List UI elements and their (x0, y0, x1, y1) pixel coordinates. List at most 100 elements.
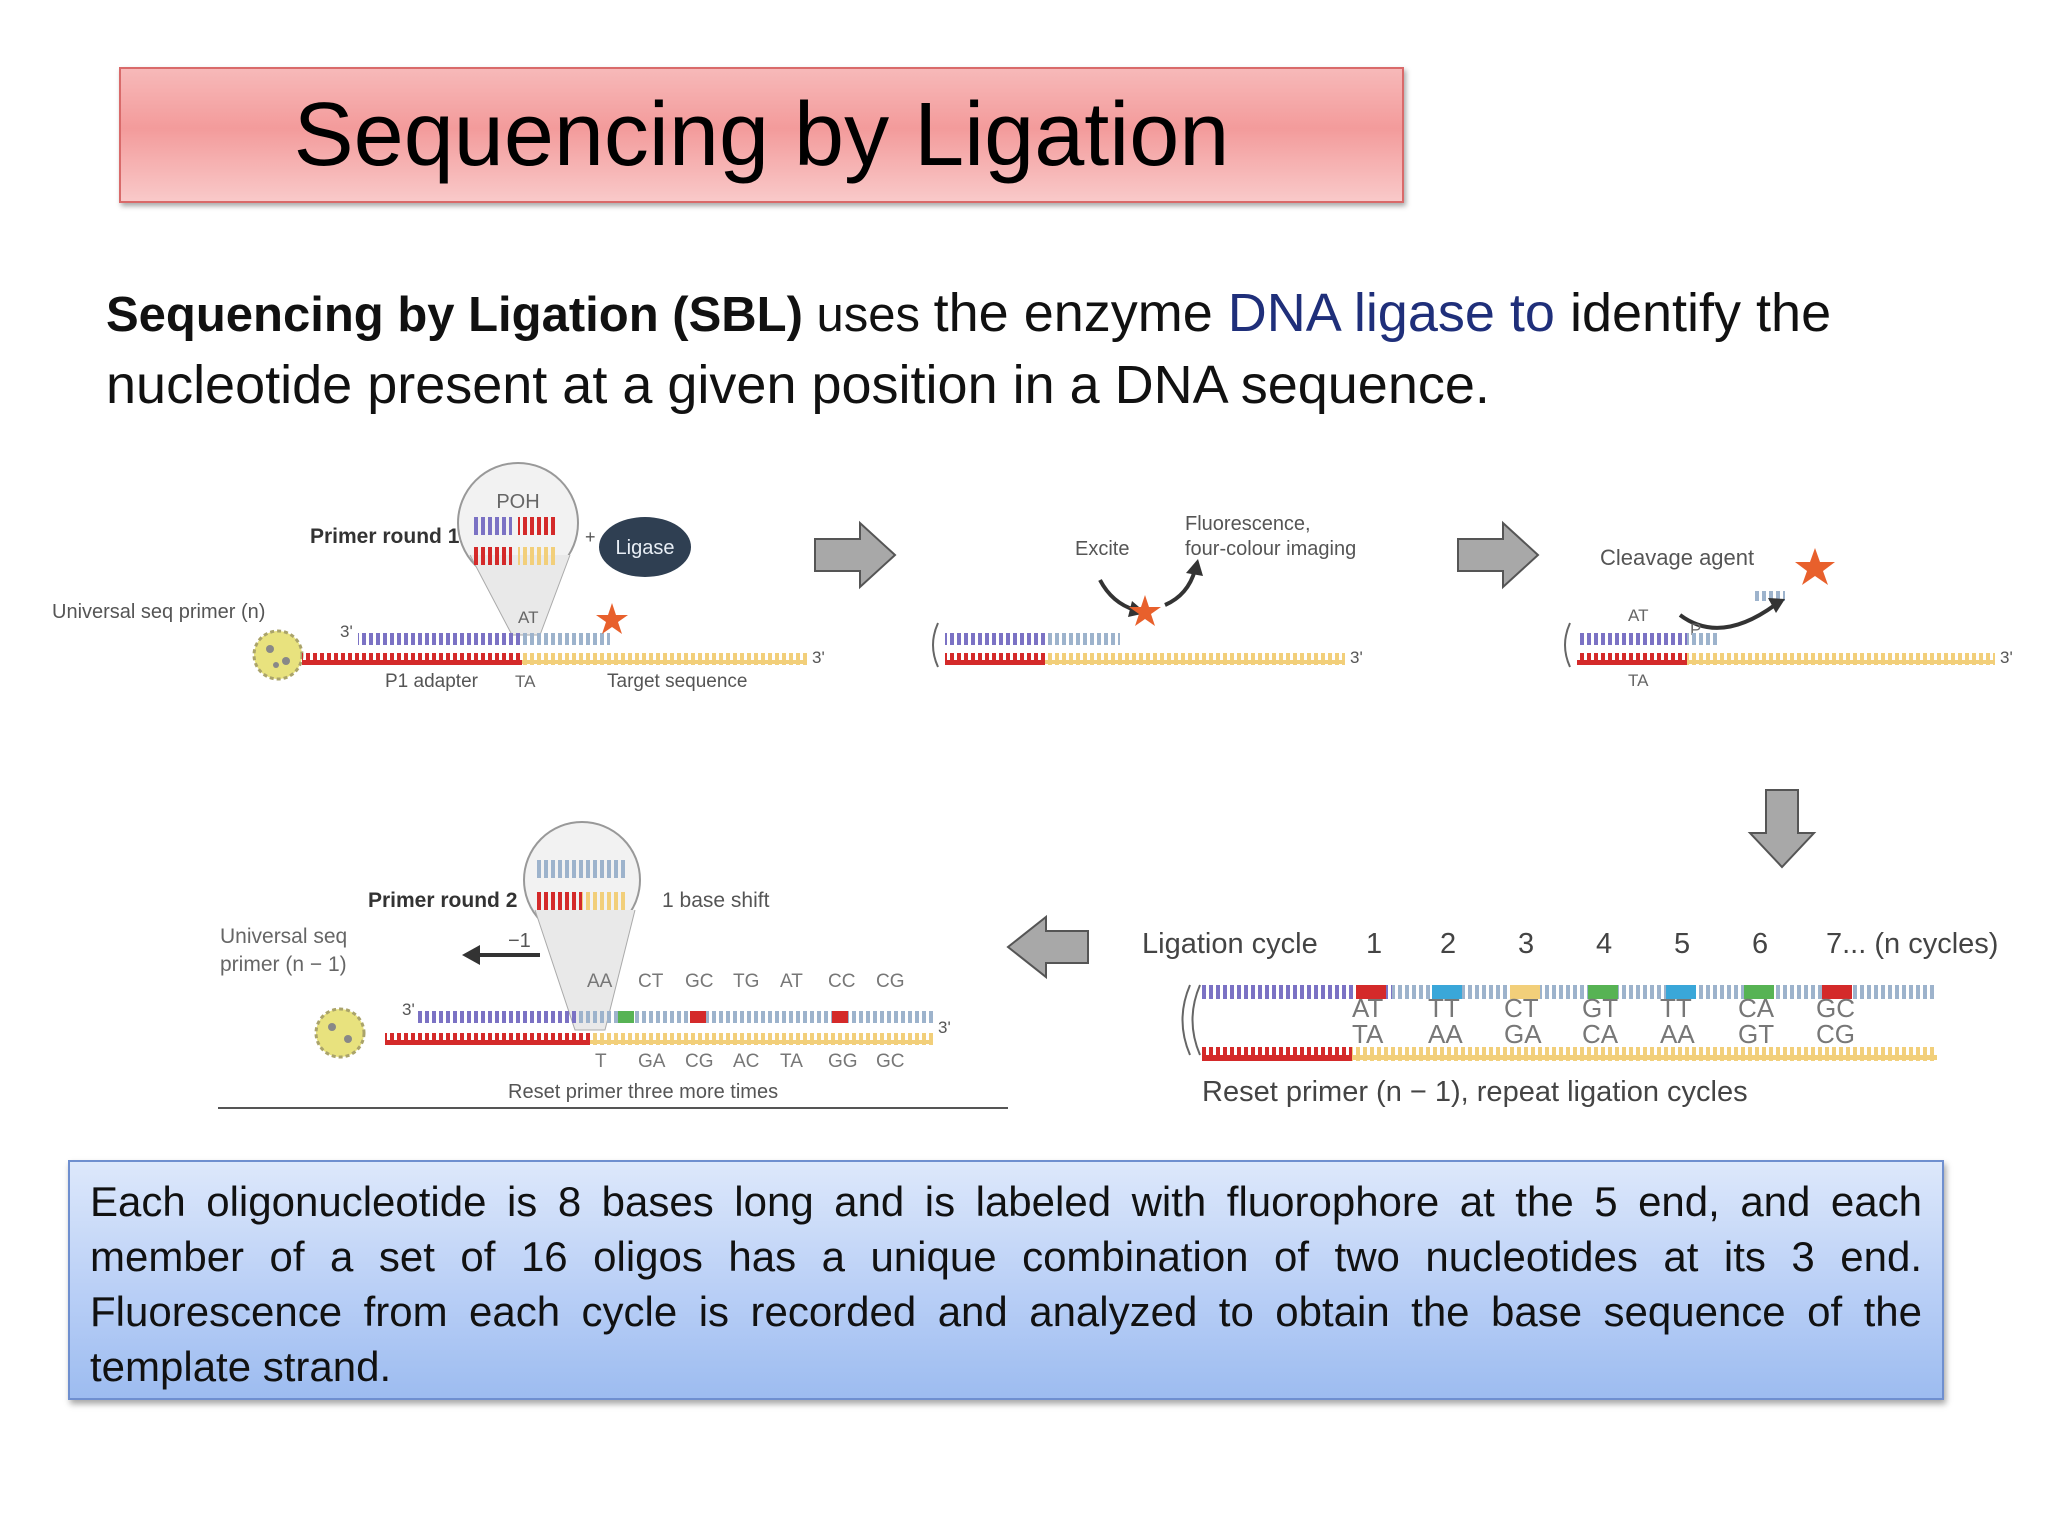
sbl-diagram: POH Primer round 1 + Ligase Universal se… (52, 462, 2013, 1109)
adapter-backbone (385, 1040, 590, 1045)
bottom-pair: TA (1352, 1019, 1384, 1049)
target-backbone (1045, 660, 1345, 664)
poh-label: POH (496, 491, 539, 513)
top-pair: CC (828, 971, 855, 992)
cycle-mark-green (618, 1011, 634, 1023)
cycle-number: 4 (1596, 928, 1612, 960)
intro-part1: uses (802, 288, 934, 342)
star-icon (596, 603, 628, 634)
p1-adapter-label: P1 adapter (385, 671, 479, 692)
bead-dot (282, 657, 290, 665)
top-pair: GC (1816, 993, 1855, 1023)
excite-arrow (1098, 579, 1136, 612)
bottom-pair: GG (828, 1051, 858, 1072)
probe-top-teeth (472, 517, 512, 535)
reset-primer-label: Reset primer (n − 1), repeat ligation cy… (1202, 1076, 1748, 1108)
probe-strand (520, 633, 610, 645)
top-pair: GT (1582, 993, 1618, 1023)
primer-strand (945, 633, 1045, 645)
bottom-pair: AC (733, 1051, 759, 1072)
title-banner: Sequencing by Ligation (119, 67, 1404, 203)
primer-strand (358, 633, 520, 645)
universal-primer-label-2: primer (n − 1) (220, 953, 347, 976)
bottom-pair: T (595, 1051, 607, 1072)
adapter-backbone (1577, 660, 1687, 665)
emit-arrowhead (1186, 559, 1203, 576)
base-shift-label: 1 base shift (662, 889, 770, 912)
cycle-mark-red (690, 1011, 706, 1023)
cycle-number: 1 (1366, 928, 1382, 960)
probe-top-teeth-right (518, 517, 558, 535)
top-pair: AT (780, 971, 803, 992)
bottom-pair: CG (1816, 1019, 1855, 1049)
cycle-mark-red (1356, 985, 1386, 999)
bead-dot (328, 1023, 336, 1031)
cycle-number-last: 7... (n cycles) (1826, 928, 1998, 960)
probe-strand (1045, 633, 1120, 645)
fluorescence-label-1: Fluorescence, (1185, 513, 1311, 535)
top-pair: AA (587, 971, 613, 992)
primer-strand (418, 1011, 578, 1023)
cycle-mark-red (832, 1011, 848, 1023)
bead-icon (252, 629, 304, 681)
top-pair: CT (638, 971, 664, 992)
arrow-right-2 (1457, 520, 1540, 590)
top-pair: TT (1428, 993, 1460, 1023)
fluorescence-label-2: four-colour imaging (1185, 538, 1356, 560)
panel-ligation-cycles: Ligation cycle 1 2 3 4 5 6 7... (n cycle… (1142, 928, 1998, 1108)
page-title: Sequencing by Ligation (293, 84, 1230, 185)
emit-arrow (1164, 569, 1197, 607)
bottom-pair: GA (638, 1051, 666, 1072)
arrow-left (1006, 914, 1089, 980)
bead-icon (314, 1007, 366, 1059)
three-prime-label: 3' (1350, 648, 1363, 667)
bottom-pair: CG (685, 1051, 714, 1072)
top-pair: GC (685, 971, 714, 992)
star-icon (1795, 548, 1835, 585)
strand-break-left (1181, 984, 1191, 1056)
top-pair: TT (1660, 993, 1692, 1023)
primer-round-2-label: Primer round 2 (368, 889, 517, 912)
strand-break-left (1191, 984, 1201, 1056)
cycle-mark-blue (1666, 985, 1696, 999)
cycle-mark-red (1822, 985, 1852, 999)
cleavage-agent-label: Cleavage agent (1600, 545, 1754, 570)
primer-strand (1577, 633, 1687, 645)
magnifier-cone (534, 909, 636, 1031)
target-backbone (1687, 660, 1995, 664)
adapter-backbone (302, 660, 522, 665)
primer-strand (1202, 985, 1392, 999)
universal-primer-label-1: Universal seq (220, 925, 347, 948)
target-backbone (522, 660, 807, 664)
intro-bold: Sequencing by Ligation (SBL) (106, 288, 803, 342)
probe-bottom-teeth (472, 547, 512, 565)
minus-one-label: −1 (508, 930, 531, 952)
probe-top-teeth (537, 860, 627, 878)
three-prime-right: 3' (938, 1018, 951, 1037)
primer-round-1-label: Primer round 1 (310, 525, 460, 548)
bead-dot (266, 645, 274, 653)
p-label: P (1690, 620, 1701, 639)
top-pair: TG (733, 971, 759, 992)
cleaved-fragment (1755, 591, 1785, 601)
bottom-pair: TA (780, 1051, 803, 1072)
excite-label: Excite (1075, 538, 1129, 560)
summary-text: Each oligonucleotide is 8 bases long and… (90, 1178, 1922, 1390)
probe-strand (1687, 633, 1717, 645)
bottom-pair: AA (1660, 1019, 1695, 1049)
bottom-pair: GT (1738, 1019, 1774, 1049)
target-backbone (1352, 1055, 1937, 1060)
panel-excite-imaging: Excite Fluorescence, four-colour imaging… (932, 513, 1363, 668)
cycle-number: 2 (1440, 928, 1456, 960)
reset-three-times-label: Reset primer three more times (508, 1081, 778, 1103)
star-icon (1129, 595, 1161, 626)
three-prime-label: 3' (2000, 648, 2013, 667)
arrow-down (1747, 789, 1817, 869)
intro-highlight: DNA ligase to (1227, 283, 1555, 343)
cycle-number: 3 (1518, 928, 1534, 960)
ligase-label: Ligase (616, 537, 675, 559)
cycle-mark-blue (1432, 985, 1462, 999)
panel-primer-round-2: Primer round 2 1 base shift Universal se… (218, 821, 1008, 1109)
ligase-blob (599, 517, 691, 577)
bead-dot (344, 1035, 352, 1043)
